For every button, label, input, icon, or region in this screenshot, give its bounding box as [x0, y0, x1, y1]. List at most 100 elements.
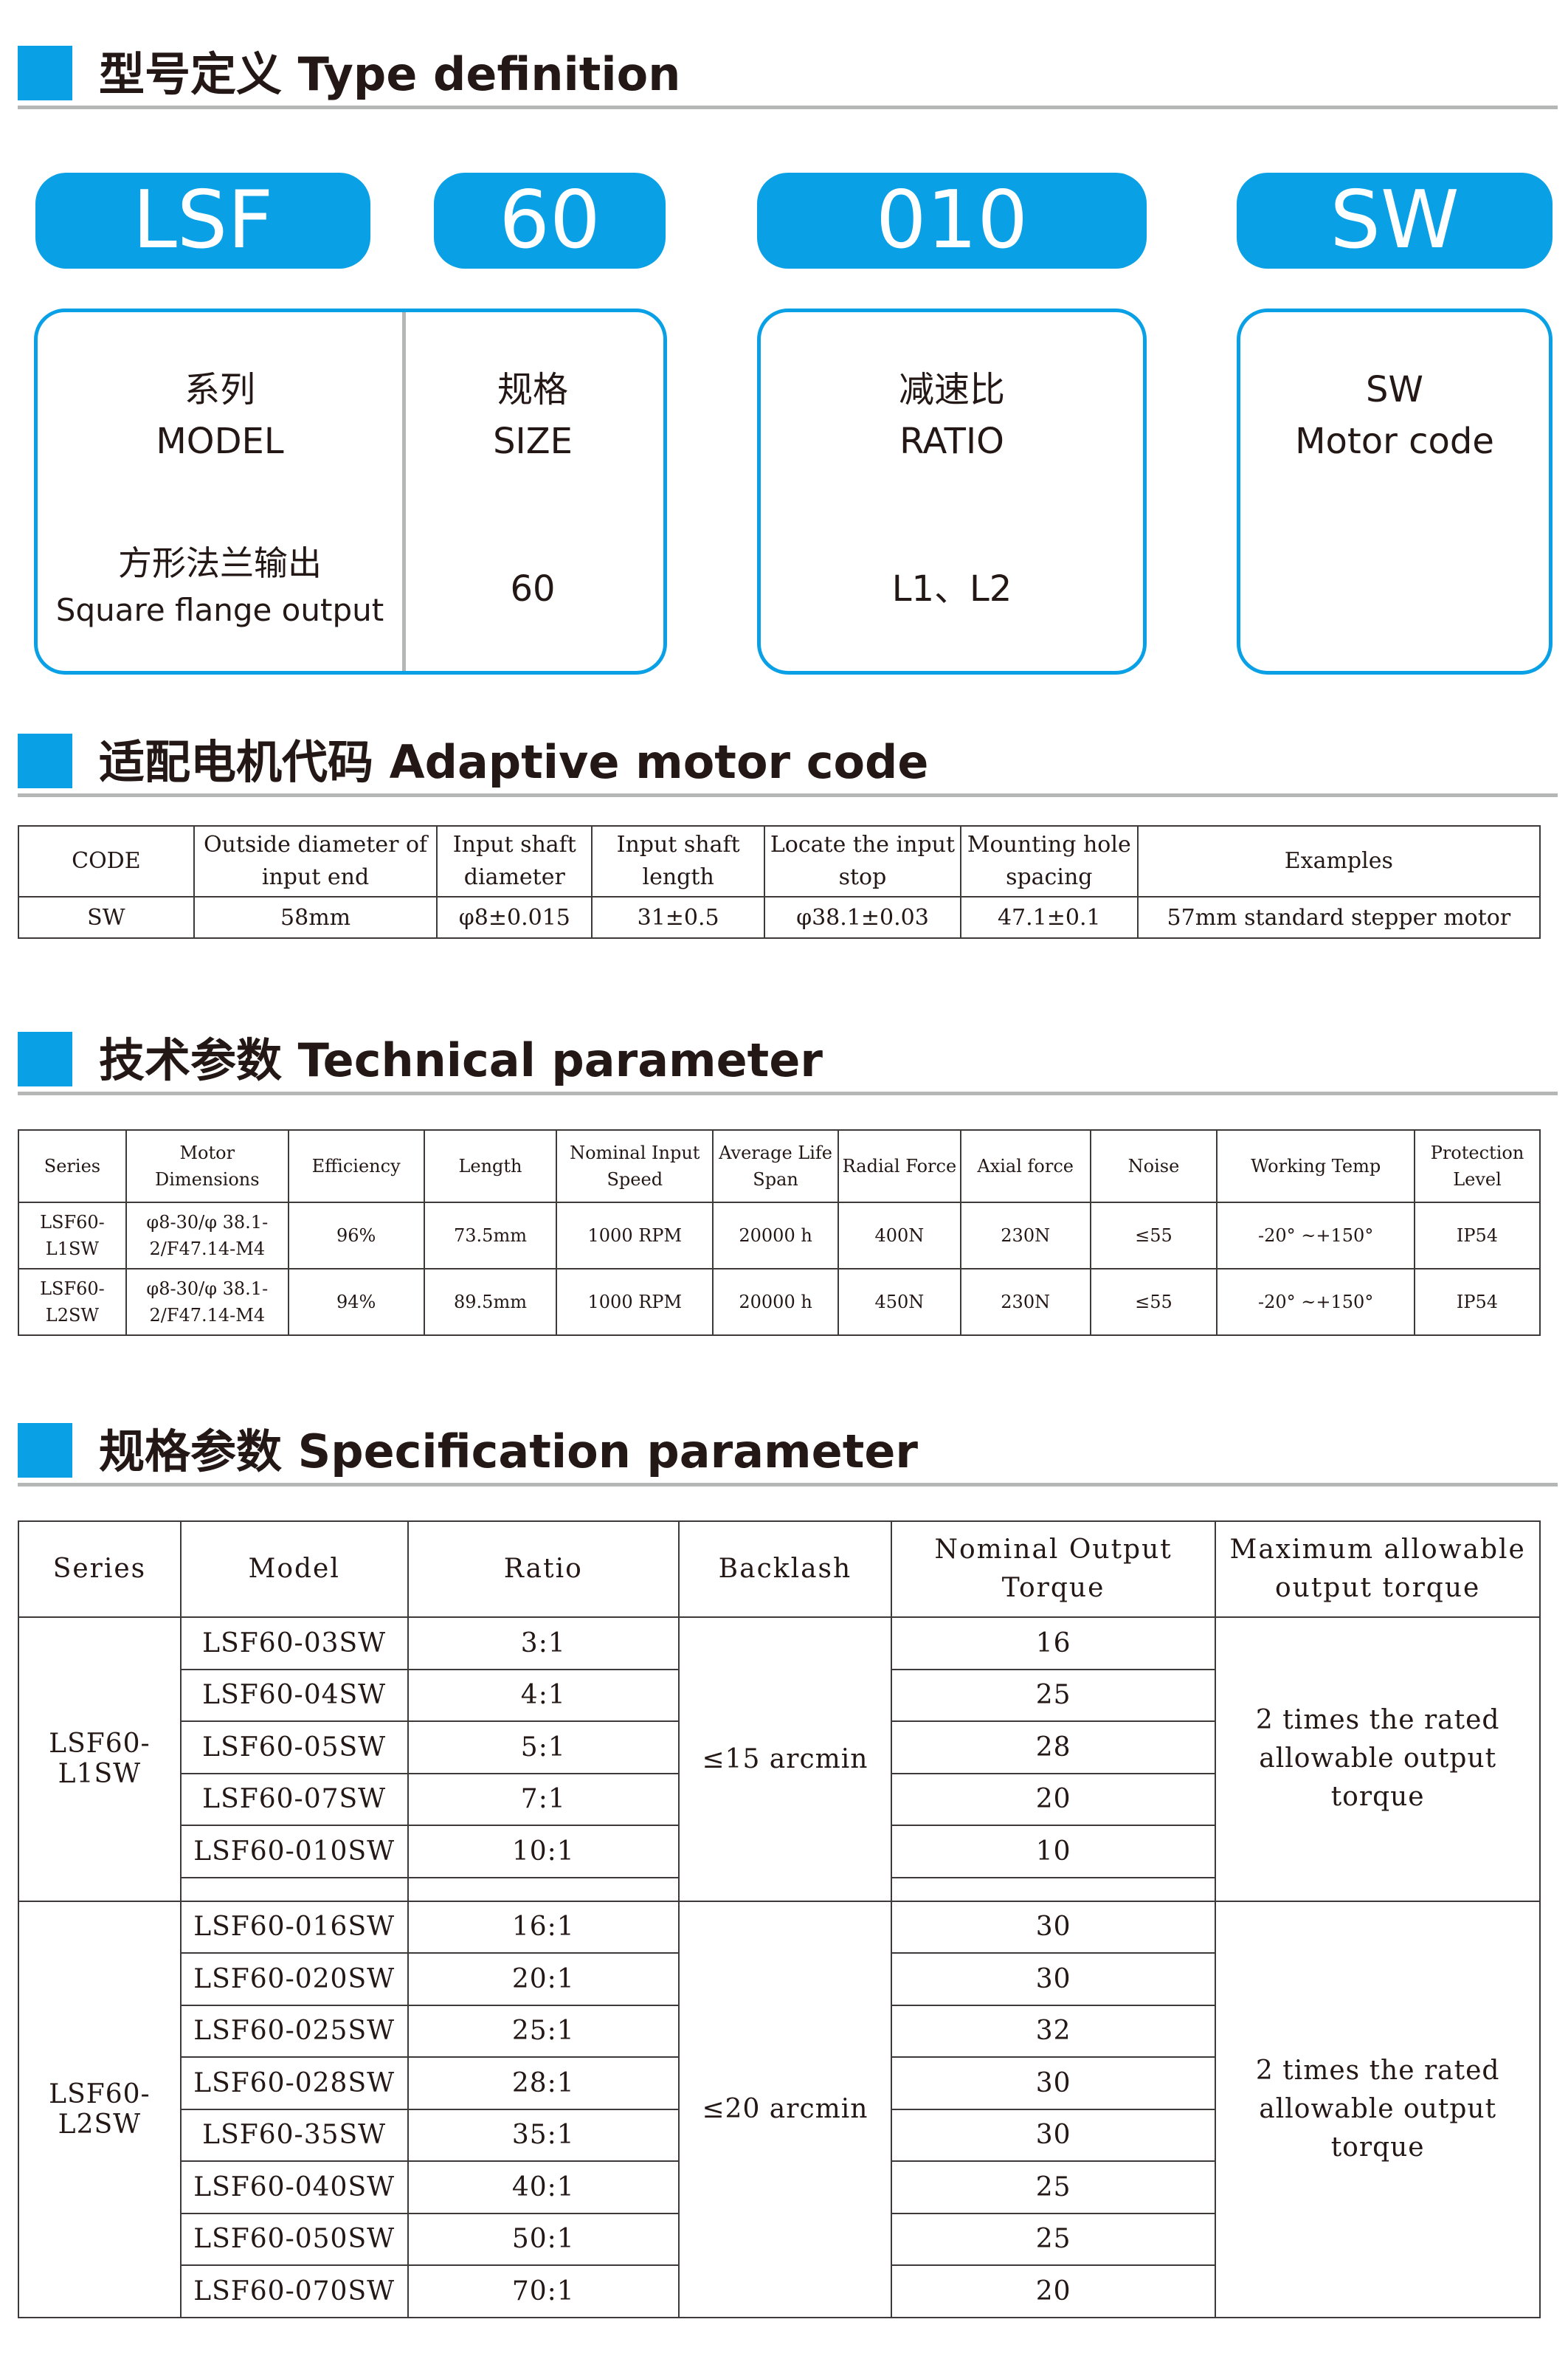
table-cell: φ8-30/φ 38.1-2/F47.14-M4: [125, 1202, 289, 1269]
model-cell: LSF60-025SW: [179, 2004, 409, 2058]
size-label-en: SIZE: [493, 421, 573, 462]
section-marker-square: [18, 46, 72, 100]
box-divider: [402, 312, 406, 671]
technical-parameter-table: Series Motor Dimensions Efficiency Lengt…: [18, 1129, 1541, 1336]
model-size-box: 系列 MODEL 方形法兰输出 Square flange output 规格 …: [34, 309, 667, 675]
header-cell: Nominal Input Speed: [556, 1129, 714, 1203]
table-cell: 1000 RPM: [556, 1202, 714, 1269]
torque-cell: 25: [890, 1668, 1217, 1722]
header-cell: Backlash: [678, 1520, 892, 1618]
model-cell: LSF60-010SW: [179, 1825, 409, 1878]
motor-code-box: SW Motor code: [1237, 309, 1553, 675]
table-cell: -20° ~+150°: [1216, 1202, 1415, 1269]
header-cell: Radial Force: [837, 1129, 961, 1203]
ratio-label-cn: 减速比: [898, 369, 1005, 410]
section-title: 技术参数 Technical parameter: [99, 1033, 823, 1087]
table-cell: ≤55: [1089, 1202, 1218, 1269]
header-cell: Average Life Span: [712, 1129, 839, 1203]
ratio-cell: 20:1: [407, 1952, 680, 2006]
ratio-cell: 25:1: [407, 2004, 680, 2058]
section-rule: [18, 793, 1558, 797]
torque-cell: 10: [890, 1825, 1217, 1878]
table-row: LSF60-L1SW φ8-30/φ 38.1-2/F47.14-M4 96% …: [18, 1202, 1541, 1269]
table-row: LSF60-050SW 50:1 25: [18, 2212, 1540, 2266]
table-header-row: Series Model Ratio Backlash Nominal Outp…: [18, 1520, 1541, 1618]
model-label-cn: 系列: [184, 369, 255, 410]
torque-cell: 28: [890, 1720, 1217, 1774]
ratio-cell: 10:1: [407, 1825, 680, 1878]
torque-cell: 30: [890, 2108, 1217, 2162]
table-row: LSF60-L2SW LSF60-016SW 16:1 ≤20 arcmin 3…: [18, 1900, 1541, 2318]
section-title: 规格参数 Specification parameter: [99, 1424, 918, 1478]
table-row: SW 58mm φ8±0.015 31±0.5 φ38.1±0.03 47.1±…: [18, 896, 1541, 939]
torque-cell: 30: [890, 1900, 1217, 1954]
section-rule: [18, 1483, 1558, 1486]
header-cell: Efficiency: [287, 1129, 425, 1203]
table-cell: IP54: [1413, 1202, 1541, 1269]
table-cell: 94%: [287, 1268, 425, 1336]
section-title: 型号定义 Type definition: [99, 47, 681, 101]
section-marker-square: [18, 734, 72, 788]
motor-code-title: SW: [1366, 369, 1423, 410]
section-header-specification: 规格参数 Specification parameter: [18, 1423, 1558, 1486]
table-row: LSF60-L2SW φ8-30/φ 38.1-2/F47.14-M4 94% …: [18, 1268, 1541, 1336]
table-row: LSF60-020SW 20:1 30: [18, 1952, 1540, 2006]
model-value-en: Square flange output: [55, 592, 384, 628]
table-cell: φ8-30/φ 38.1-2/F47.14-M4: [125, 1268, 289, 1336]
table-row: LSF60-010SW 10:1 10: [18, 1825, 1540, 1878]
header-cell: Locate the input stop: [764, 825, 961, 898]
table-cell: 1000 RPM: [556, 1268, 714, 1336]
header-cell: Axial force: [959, 1129, 1091, 1203]
table-cell: ≤55: [1089, 1268, 1218, 1336]
header-cell: Protection Level: [1413, 1129, 1541, 1203]
model-cell: LSF60-35SW: [179, 2108, 409, 2162]
header-cell: Model: [179, 1520, 409, 1618]
model-cell: LSF60-07SW: [179, 1772, 409, 1826]
table-cell: 58mm: [193, 896, 438, 939]
torque-cell: 32: [890, 2004, 1217, 2058]
header-cell: Series: [18, 1129, 127, 1203]
header-cell: CODE: [18, 825, 195, 898]
header-cell: Motor Dimensions: [125, 1129, 289, 1203]
model-cell: LSF60-04SW: [179, 1668, 409, 1722]
section-marker-square: [18, 1423, 72, 1478]
table-row: LSF60-35SW 35:1 30: [18, 2108, 1540, 2162]
table-row: LSF60-025SW 25:1 32: [18, 2004, 1540, 2058]
table-cell: SW: [18, 896, 195, 939]
model-cell: LSF60-050SW: [179, 2212, 409, 2266]
adaptive-motor-table: CODE Outside diameter of input end Input…: [18, 825, 1541, 939]
header-cell: Input shaft length: [591, 825, 766, 898]
torque-cell: 30: [890, 2056, 1217, 2110]
section-rule: [18, 106, 1558, 109]
model-cell: LSF60-020SW: [179, 1952, 409, 2006]
spacer-cell: [407, 1876, 680, 1902]
backlash-cell: ≤15 arcmin: [678, 1616, 892, 1902]
table-row: LSF60-040SW 40:1 25: [18, 2160, 1540, 2214]
ratio-cell: 35:1: [407, 2108, 680, 2162]
ratio-label-en: RATIO: [899, 421, 1004, 462]
table-cell: LSF60-L1SW: [18, 1202, 127, 1269]
table-cell: 400N: [837, 1202, 961, 1269]
ratio-cell: 28:1: [407, 2056, 680, 2110]
torque-cell: 16: [890, 1616, 1217, 1670]
header-cell: Ratio: [407, 1520, 680, 1618]
section-title: 适配电机代码 Adaptive motor code: [99, 735, 929, 789]
torque-cell: 25: [890, 2160, 1217, 2214]
header-cell: Examples: [1136, 825, 1541, 898]
model-cell: LSF60-028SW: [179, 2056, 409, 2110]
series-cell: LSF60-L1SW: [18, 1616, 182, 1902]
spacer-cell: [890, 1876, 1217, 1902]
table-row: LSF60-05SW 5:1 28: [18, 1720, 1540, 1774]
section-header-technical: 技术参数 Technical parameter: [18, 1032, 1558, 1095]
series-cell: LSF60-L2SW: [18, 1900, 182, 2318]
motor-code-label: Motor code: [1295, 421, 1494, 462]
table-cell: 450N: [837, 1268, 961, 1336]
table-row: LSF60-070SW 70:1 20: [18, 2264, 1540, 2318]
table-cell: 20000 h: [712, 1202, 839, 1269]
table-cell: 230N: [959, 1268, 1091, 1336]
torque-cell: 20: [890, 2264, 1217, 2318]
model-cell: LSF60-05SW: [179, 1720, 409, 1774]
model-cell: LSF60-070SW: [179, 2264, 409, 2318]
table-cell: IP54: [1413, 1268, 1541, 1336]
header-cell: Maximum allowable output torque: [1215, 1520, 1541, 1618]
